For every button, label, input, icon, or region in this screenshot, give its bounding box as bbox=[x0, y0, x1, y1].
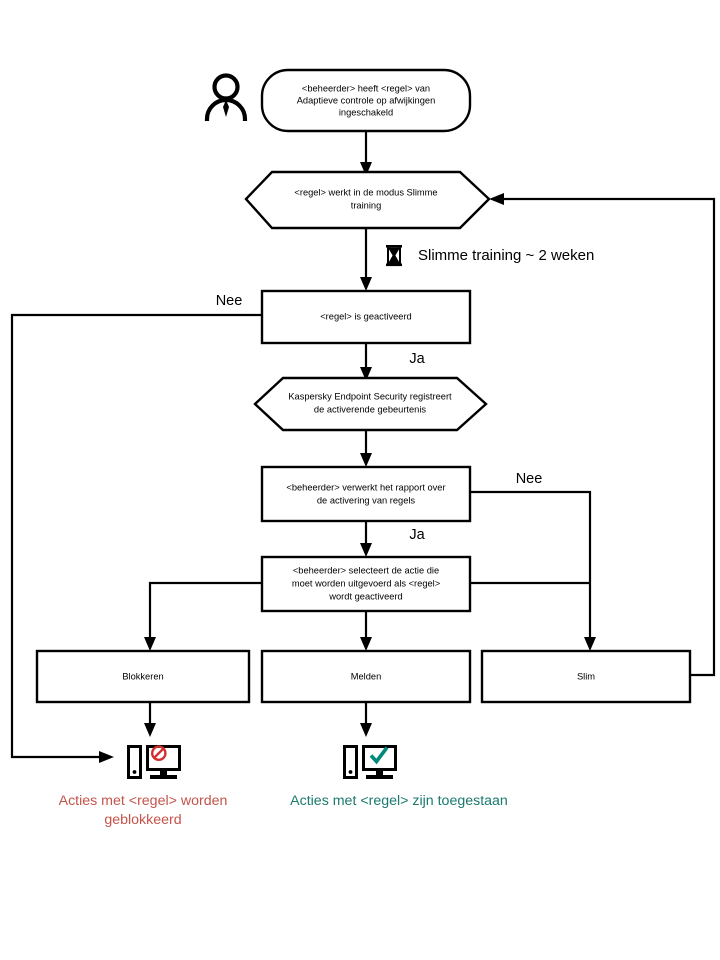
connector-report-to-selects bbox=[360, 521, 372, 557]
node-start-line-1: <beheerder> heeft <regel> van bbox=[302, 83, 430, 93]
arrowhead-icon bbox=[360, 277, 372, 291]
arrowhead-icon bbox=[360, 367, 372, 381]
arrowhead-icon bbox=[144, 637, 156, 651]
arrowhead-icon bbox=[99, 751, 114, 763]
node-admin-selects-line-1: <beheerder> selecteert de actie die bbox=[293, 565, 439, 575]
node-action-smart[interactable]: Slim bbox=[480, 649, 692, 704]
connector-block-to-blocked-icon bbox=[144, 702, 156, 737]
node-kes-registers-line-1: Kaspersky Endpoint Security registreert bbox=[288, 391, 452, 401]
node-action-block-label: Blokkeren bbox=[122, 671, 163, 681]
node-action-smart-label: Slim bbox=[577, 671, 595, 681]
person-icon bbox=[204, 73, 248, 121]
branch-label-triggered-yes: Ja bbox=[409, 351, 425, 367]
node-admin-selects[interactable]: <beheerder> selecteert de actie die moet… bbox=[260, 555, 472, 613]
node-smart-training-line-1: <regel> werkt in de modus Slimme bbox=[294, 187, 437, 197]
arrowhead-icon bbox=[360, 723, 372, 737]
outcome-blocked-caption-line-2: geblokkeerd bbox=[104, 812, 181, 828]
connector-training-to-triggered bbox=[360, 229, 372, 291]
node-start-line-2: Adaptieve controle op afwijkingen bbox=[297, 95, 436, 105]
arrowhead-icon bbox=[144, 723, 156, 737]
node-admin-report-line-1: <beheerder> verwerkt het rapport over bbox=[286, 482, 445, 492]
node-action-block[interactable]: Blokkeren bbox=[35, 649, 251, 704]
arrowhead-icon bbox=[360, 543, 372, 557]
hourglass-icon bbox=[386, 245, 402, 267]
arrowhead-icon bbox=[584, 637, 596, 651]
monitor-blocked-icon bbox=[127, 745, 181, 779]
node-action-notify[interactable]: Melden bbox=[260, 649, 472, 704]
monitor-allowed-icon bbox=[343, 745, 397, 779]
node-rule-triggered[interactable]: <regel> is geactiveerd bbox=[260, 289, 472, 345]
node-action-notify-label: Melden bbox=[351, 671, 382, 681]
arrowhead-icon bbox=[360, 637, 372, 651]
connector-triggered-no-to-blocked bbox=[10, 313, 262, 763]
arrowhead-icon bbox=[360, 453, 372, 467]
connector-selects-to-notify bbox=[360, 611, 372, 651]
connector-start-to-training bbox=[360, 131, 372, 176]
node-admin-selects-line-2: moet worden uitgevoerd als <regel> bbox=[292, 578, 440, 588]
node-rule-triggered-line-1: <regel> is geactiveerd bbox=[320, 311, 411, 321]
connector-kes-to-report bbox=[360, 431, 372, 467]
node-admin-selects-line-3: wordt geactiveerd bbox=[328, 591, 402, 601]
node-admin-report-line-2: de activering van regels bbox=[317, 495, 416, 505]
connector-selects-to-block bbox=[144, 581, 262, 651]
node-kes-registers-line-2: de activerende gebeurtenis bbox=[314, 404, 427, 414]
outcome-allowed-caption-line-1: Acties met <regel> zijn toegestaan bbox=[290, 793, 508, 809]
node-start-line-3: ingeschakeld bbox=[339, 107, 393, 117]
node-admin-report[interactable]: <beheerder> verwerkt het rapport over de… bbox=[260, 465, 472, 523]
outcome-blocked-caption-line-1: Acties met <regel> worden bbox=[59, 793, 228, 809]
branch-label-report-no: Nee bbox=[516, 471, 543, 487]
connector-report-no-to-smart bbox=[470, 490, 596, 651]
node-kes-registers[interactable]: Kaspersky Endpoint Security registreert … bbox=[253, 376, 488, 432]
node-smart-training[interactable]: <regel> werkt in de modus Slimme trainin… bbox=[244, 170, 491, 230]
connector-smart-loopback bbox=[489, 193, 716, 677]
branch-label-triggered-no: Nee bbox=[216, 293, 243, 309]
node-start[interactable]: <beheerder> heeft <regel> van Adaptieve … bbox=[260, 68, 472, 133]
connector-triggered-to-kes bbox=[360, 343, 372, 381]
connector-notify-to-allowed-icon bbox=[360, 702, 372, 737]
training-duration-label: Slimme training ~ 2 weken bbox=[418, 247, 594, 264]
arrowhead-icon bbox=[360, 162, 372, 176]
arrowhead-icon bbox=[489, 193, 504, 205]
node-smart-training-line-2: training bbox=[351, 200, 382, 210]
branch-label-report-yes: Ja bbox=[409, 527, 425, 543]
